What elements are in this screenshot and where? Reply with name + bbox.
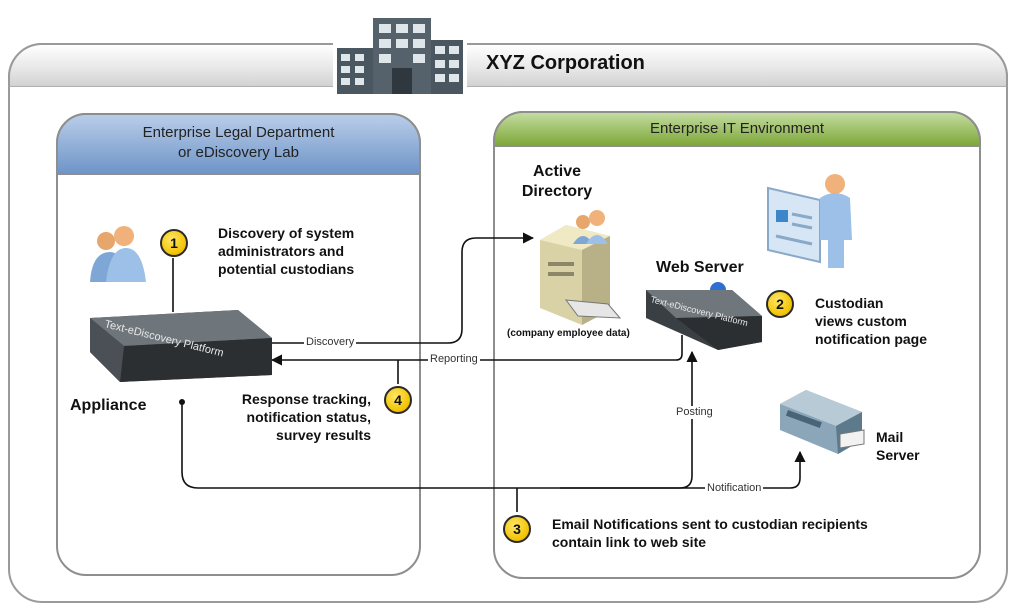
legal-users-icon <box>90 226 146 282</box>
custodian-screen-icon <box>767 186 821 264</box>
discovery-connector <box>270 232 535 344</box>
step-2-badge: 2 <box>766 290 794 318</box>
mail-server-label: Mail Server <box>876 429 920 463</box>
web-server-label: Web Server <box>656 259 744 276</box>
step-1-badge: 1 <box>160 229 188 257</box>
legal-department-header: Enterprise Legal Department or eDiscover… <box>56 113 421 175</box>
step-3-description: Email Notifications sent to custodian re… <box>552 516 868 550</box>
mail-server-device <box>780 390 865 454</box>
appliance-device <box>90 310 272 382</box>
step-4-badge: 4 <box>384 386 412 414</box>
step-4-description: Response tracking, notification status, … <box>241 391 371 443</box>
corporation-header <box>8 43 1008 87</box>
web-server-device <box>646 282 762 350</box>
building-icon <box>333 10 467 100</box>
reporting-flow-label: Reporting <box>428 353 480 366</box>
notification-connector <box>181 350 698 489</box>
posting-flow-label: Posting <box>674 406 715 419</box>
discovery-flow-label: Discovery <box>304 336 357 349</box>
custodian-person-icon <box>820 174 852 268</box>
notification-flow-label: Notification <box>705 482 764 495</box>
directory-users-icon <box>573 210 608 244</box>
appliance-label: Appliance <box>70 397 147 414</box>
active-directory-caption: (company employee data) <box>507 328 630 339</box>
corporation-title: XYZ Corporation <box>486 52 645 74</box>
step-2-description: Custodian views custom notification page <box>815 295 927 347</box>
active-directory-label: Active Directory <box>521 163 593 200</box>
it-title: Enterprise IT Environment <box>650 120 824 137</box>
it-environment-header: Enterprise IT Environment <box>493 111 981 147</box>
step-1-description: Discovery of system administrators and p… <box>218 225 355 277</box>
reporting-connector <box>270 335 683 366</box>
step-3-badge: 3 <box>503 515 531 543</box>
legal-title-line1: Enterprise Legal Department <box>142 124 335 141</box>
legal-title-line2: or eDiscovery Lab <box>178 144 299 161</box>
